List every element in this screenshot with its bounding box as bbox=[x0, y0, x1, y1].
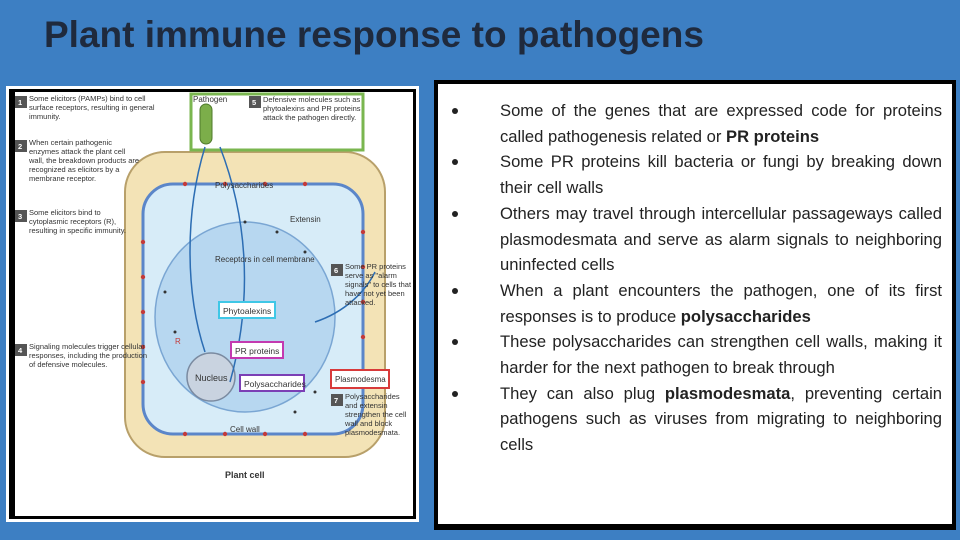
step-7-number: 7 bbox=[334, 396, 338, 405]
bullet-dot bbox=[452, 108, 458, 114]
bullet-text-post: , preventing certain pathogens such as v… bbox=[500, 383, 942, 455]
bullet-dot bbox=[452, 390, 458, 397]
step-4-badge bbox=[15, 344, 27, 356]
step-2-badge bbox=[15, 140, 27, 152]
bullet-item: When a plant encounters the pathogen, on… bbox=[452, 278, 942, 329]
bullet-text: Some PR proteins kill bacteria or fungi … bbox=[500, 152, 942, 198]
step-6-badge bbox=[331, 264, 343, 276]
bullet-item: These polysaccharides can strengthen cel… bbox=[452, 329, 942, 380]
phytoalexins-box bbox=[218, 301, 276, 319]
pathogen-cell bbox=[199, 103, 213, 145]
step-3-text-box: Some elicitors bind to cytoplasmic recep… bbox=[29, 208, 126, 235]
step-3-number: 3 bbox=[18, 212, 22, 221]
step-4-text: Signaling molecules trigger cellular res… bbox=[29, 342, 147, 369]
step-2-text: When certain pathogenic enzymes attack t… bbox=[29, 138, 140, 183]
bullet-panel: Some of the genes that are expressed cod… bbox=[434, 80, 956, 530]
pr-proteins-label: PR proteins bbox=[235, 346, 279, 356]
cell-wall-label: Cell wall bbox=[230, 425, 260, 434]
bullet-bold: polysaccharides bbox=[680, 306, 811, 326]
step-2-text-box: When certain pathogenic enzymes attack t… bbox=[29, 138, 140, 183]
step-7-text: Polysaccharides and extensin strengthen … bbox=[345, 392, 407, 437]
bullet-text: Some of the genes that are expressed cod… bbox=[500, 101, 942, 146]
bullet-text: These polysaccharides can strengthen cel… bbox=[500, 332, 942, 378]
receptors-label: Receptors in cell membrane bbox=[215, 255, 315, 264]
bullet-item: Some of the genes that are expressed cod… bbox=[452, 98, 942, 149]
bullet-item: Others may travel through intercellular … bbox=[452, 201, 942, 278]
phytoalexins-label: Phytoalexins bbox=[223, 306, 271, 316]
step-2-number: 2 bbox=[18, 142, 22, 151]
step-1-text-box: Some elicitors (PAMPs) bind to cell surf… bbox=[29, 94, 155, 121]
bullet-dot bbox=[452, 210, 458, 217]
bullet-bold: PR proteins bbox=[726, 126, 820, 146]
plasmodesma-label: Plasmodesma bbox=[335, 375, 386, 384]
step-1-number: 1 bbox=[18, 98, 22, 107]
step-4-number: 4 bbox=[18, 346, 23, 355]
step-1-badge bbox=[15, 96, 27, 108]
polysaccharides-box-label: Polysaccharides bbox=[244, 379, 306, 389]
polysaccharides-top-label: Polysaccharides bbox=[215, 181, 273, 190]
plasmodesma-box bbox=[330, 369, 390, 389]
step-6-text-box: Some PR proteins serve as "alarm signals… bbox=[345, 262, 412, 307]
step-7-badge bbox=[331, 394, 343, 406]
bullet-text: They can also plug bbox=[500, 383, 665, 403]
pathogen-label: Pathogen bbox=[193, 95, 227, 104]
polysaccharides-box bbox=[239, 374, 305, 392]
bullet-text: Others may travel through intercellular … bbox=[500, 203, 942, 275]
bullet-dot bbox=[452, 287, 458, 294]
step-6-text: Some PR proteins serve as "alarm signals… bbox=[345, 262, 412, 307]
nucleus-label: Nucleus bbox=[195, 373, 228, 383]
plant-cell-label: Plant cell bbox=[225, 470, 265, 480]
step-3-badge bbox=[15, 210, 27, 222]
pathogen-box bbox=[189, 92, 365, 152]
immune-response-figure: Nucleus Pathogen Polysaccharides Extensi… bbox=[6, 86, 419, 522]
figure-diagram: Nucleus Pathogen Polysaccharides Extensi… bbox=[15, 92, 413, 516]
step-5-number: 5 bbox=[252, 98, 256, 107]
slide-title: Plant immune response to pathogens bbox=[44, 14, 704, 55]
nucleus bbox=[186, 352, 236, 402]
extensin-label: Extensin bbox=[290, 215, 321, 224]
pr-proteins-box bbox=[230, 341, 284, 359]
bullet-bold: plasmodesmata bbox=[664, 383, 791, 403]
step-5-badge bbox=[249, 96, 261, 108]
step-1-text: Some elicitors (PAMPs) bind to cell surf… bbox=[29, 94, 155, 121]
bullet-dot bbox=[452, 339, 458, 346]
bullet-item: Some PR proteins kill bacteria or fungi … bbox=[452, 149, 942, 200]
alarm-arrow bbox=[314, 271, 376, 323]
bullet-item: They can also plug plasmodesmata, preven… bbox=[452, 381, 942, 458]
r-label: R bbox=[175, 337, 181, 346]
bullet-list: Some of the genes that are expressed cod… bbox=[452, 98, 942, 458]
step-4-text-box: Signaling molecules trigger cellular res… bbox=[29, 342, 147, 369]
bullet-text: When a plant encounters the pathogen, on… bbox=[500, 280, 942, 326]
step-6-number: 6 bbox=[334, 266, 338, 275]
step-5-text-box: Defensive molecules such as phytoalexins… bbox=[263, 95, 361, 122]
step-7-text-box: Polysaccharides and extensin strengthen … bbox=[345, 392, 407, 437]
bullet-dot bbox=[452, 159, 458, 166]
step-3-text: Some elicitors bind to cytoplasmic recep… bbox=[29, 208, 126, 235]
signal-arrow bbox=[189, 146, 206, 353]
bullet-panel-inner: Some of the genes that are expressed cod… bbox=[438, 84, 952, 524]
step-5-text: Defensive molecules such as phytoalexins… bbox=[263, 95, 361, 122]
